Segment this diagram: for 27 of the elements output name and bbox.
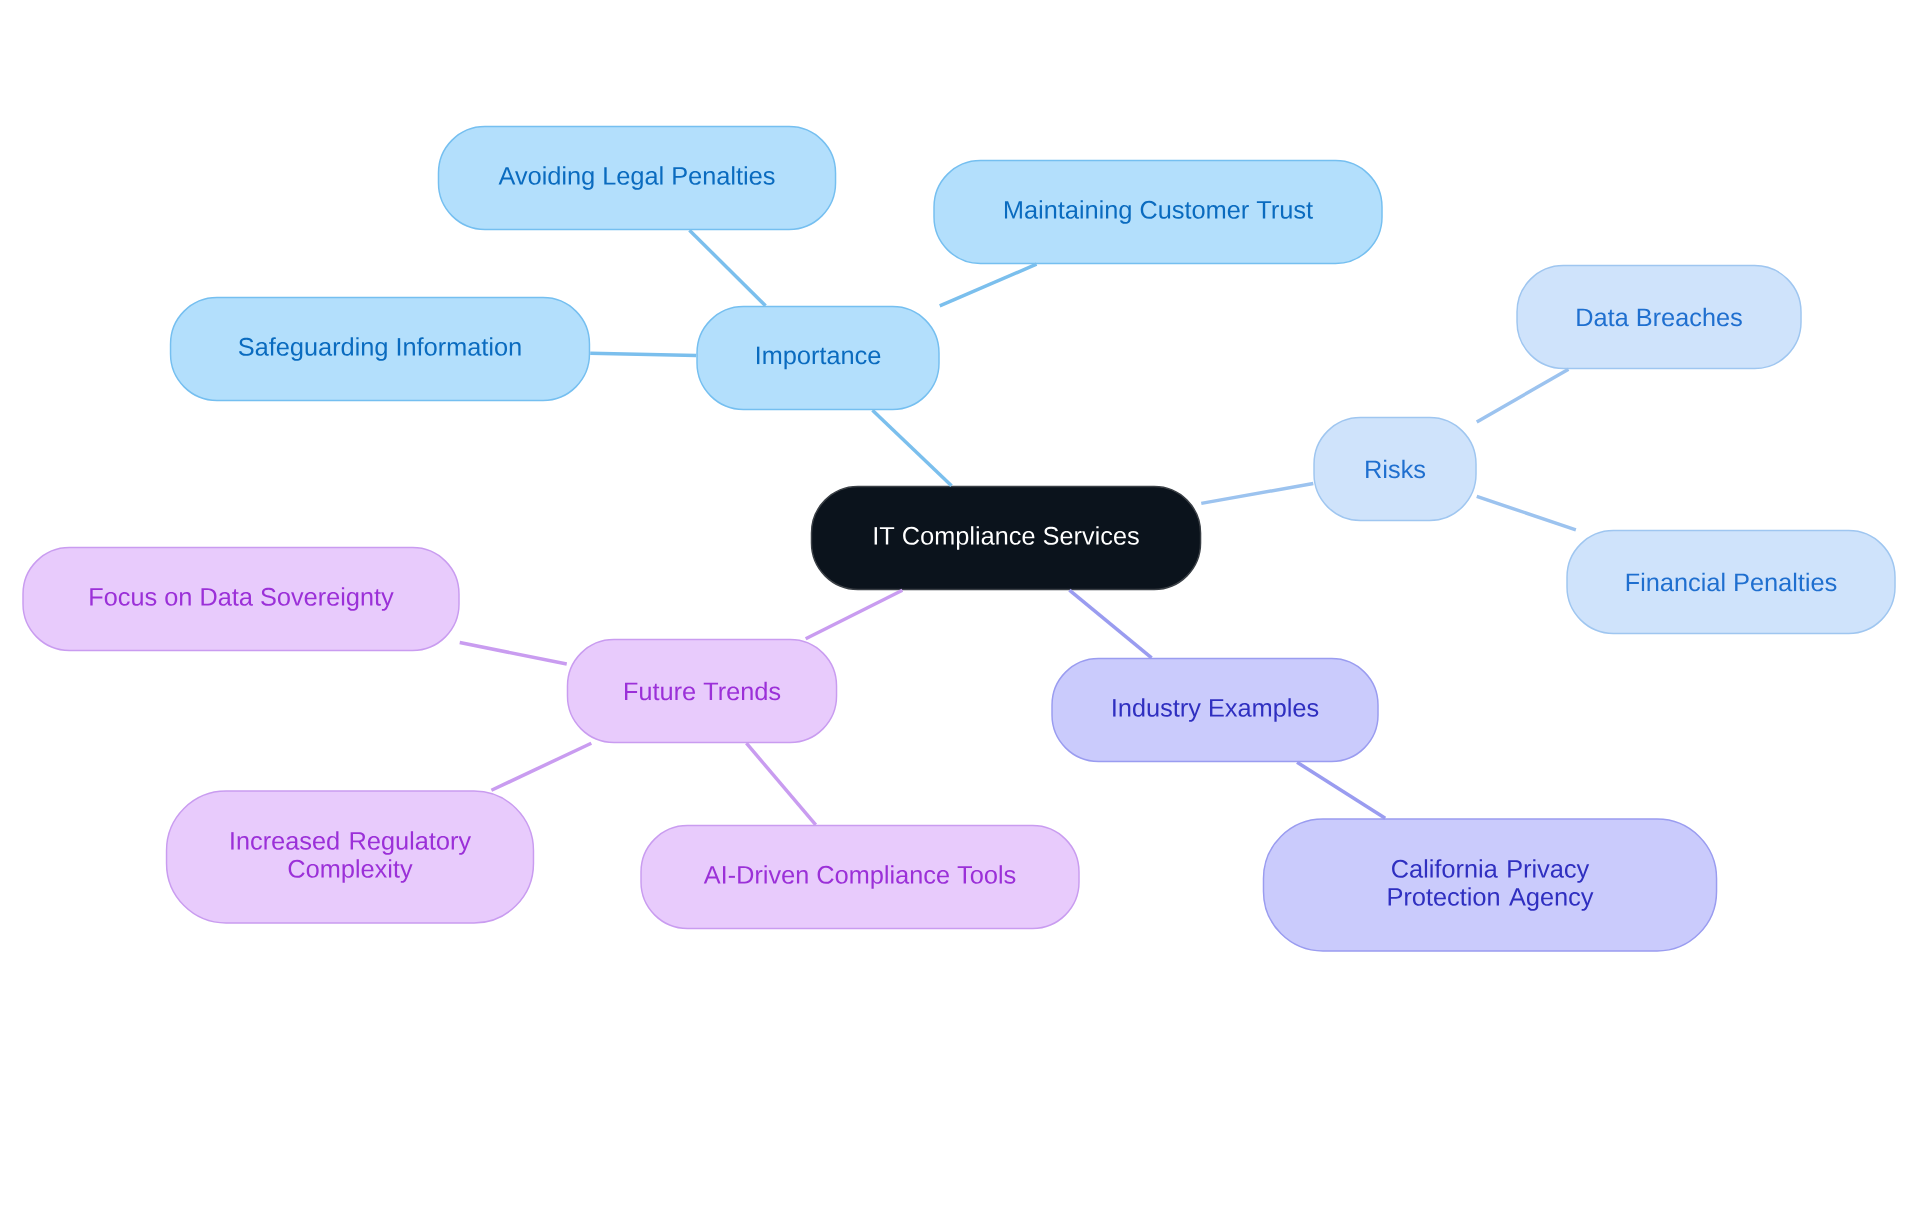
topic-box: Industry Examples: [1051, 657, 1379, 763]
topic-box: Maintaining Customer Trust: [933, 159, 1383, 265]
topic-box: Future Trends: [566, 638, 838, 744]
topic-box: California Privacy Protection Agency: [1262, 818, 1718, 952]
topic-box: Safeguarding Information: [169, 296, 591, 402]
connector-line: [459, 640, 568, 666]
connector-line: [490, 741, 593, 792]
connector-line: [1476, 494, 1577, 532]
connector-line: [745, 742, 818, 826]
topic-box: Increased Regulatory Complexity: [165, 790, 535, 924]
topic-box: AI-Driven Compliance Tools: [640, 824, 1080, 930]
topic-box: Risks: [1313, 416, 1477, 522]
connector-line: [1475, 367, 1570, 424]
connector-line: [804, 588, 904, 641]
topic-box: IT Compliance Services: [810, 485, 1202, 591]
topic-box: Financial Penalties: [1566, 529, 1896, 635]
topic-box: Avoiding Legal Penalties: [437, 125, 837, 231]
connector-line: [1068, 588, 1153, 660]
connector-line: [871, 408, 953, 488]
connector-line: [1200, 481, 1314, 506]
connector-line: [1296, 760, 1387, 820]
connector-line: [688, 228, 767, 308]
topic-box: Data Breaches: [1516, 264, 1802, 370]
connector-line: [939, 262, 1038, 308]
topic-box: Importance: [696, 305, 940, 411]
connector-line: [590, 351, 697, 358]
topic-box: Focus on Data Sovereignty: [22, 546, 460, 652]
